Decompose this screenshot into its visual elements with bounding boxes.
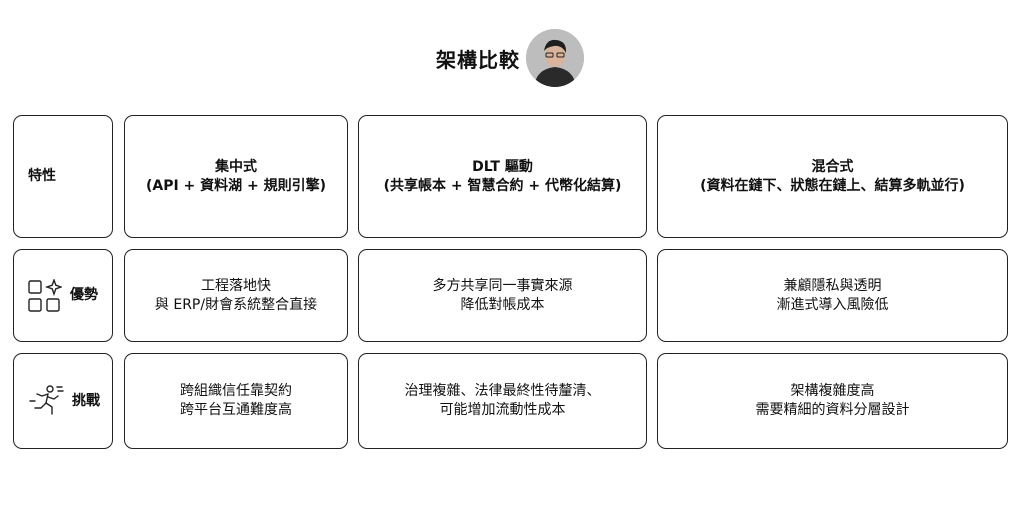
avatar (526, 29, 584, 87)
column-header-dlt: DLT 驅動 (共享帳本 + 智慧合約 + 代幣化結算) (358, 115, 647, 238)
row-label-challenges: 挑戰 (13, 353, 113, 449)
column-header-centralized: 集中式 (API + 資料湖 + 規則引擎) (124, 115, 348, 238)
column-title: DLT 驅動 (472, 158, 533, 175)
row-label-features: 特性 (13, 115, 113, 238)
running-person-icon (28, 384, 64, 418)
row-label-text: 挑戰 (72, 392, 100, 409)
row-label-text: 優勢 (70, 287, 98, 303)
column-title: 集中式 (215, 158, 257, 175)
cell-hybrid-challenge: 架構複雜度高 需要精細的資料分層設計 (657, 353, 1008, 449)
column-subtitle: (API + 資料湖 + 規則引擎) (145, 177, 327, 194)
title-area: 架構比較 (0, 28, 1020, 88)
shapes-sparkle-icon (28, 278, 62, 313)
cell-line: 需要精細的資料分層設計 (755, 402, 910, 418)
column-header-hybrid: 混合式 (資料在鏈下、狀態在鏈上、結算多軌並行) (657, 115, 1008, 238)
cell-line: 降低對帳成本 (460, 296, 545, 313)
cell-line: 架構複雜度高 (790, 383, 875, 399)
cell-line: 可能增加流動性成本 (439, 402, 566, 418)
cell-centralized-challenge: 跨組織信任靠契約 跨平台互通難度高 (124, 353, 348, 449)
column-subtitle: (資料在鏈下、狀態在鏈上、結算多軌並行) (700, 177, 965, 194)
cell-dlt-advantage: 多方共享同一事實來源 降低對帳成本 (358, 249, 647, 342)
column-subtitle: (共享帳本 + 智慧合約 + 代幣化結算) (383, 177, 622, 194)
page-title: 架構比較 (436, 47, 520, 72)
cell-line: 與 ERP/財會系統整合直接 (154, 296, 318, 313)
cell-line: 治理複雜、法律最終性待釐清、 (404, 383, 601, 399)
row-label-text: 特性 (28, 168, 56, 184)
cell-line: 跨組織信任靠契約 (180, 383, 292, 399)
cell-hybrid-advantage: 兼顧隱私與透明 漸進式導入風險低 (657, 249, 1008, 342)
cell-dlt-challenge: 治理複雜、法律最終性待釐清、 可能增加流動性成本 (358, 353, 647, 449)
row-label-advantages: 優勢 (13, 249, 113, 342)
column-title: 混合式 (811, 158, 854, 175)
cell-centralized-advantage: 工程落地快 與 ERP/財會系統整合直接 (124, 249, 348, 342)
cell-line: 跨平台互通難度高 (180, 402, 292, 418)
cell-line: 兼顧隱私與透明 (783, 277, 882, 294)
cell-line: 漸進式導入風險低 (776, 296, 889, 313)
cell-line: 多方共享同一事實來源 (432, 277, 573, 294)
cell-line: 工程落地快 (201, 277, 271, 294)
